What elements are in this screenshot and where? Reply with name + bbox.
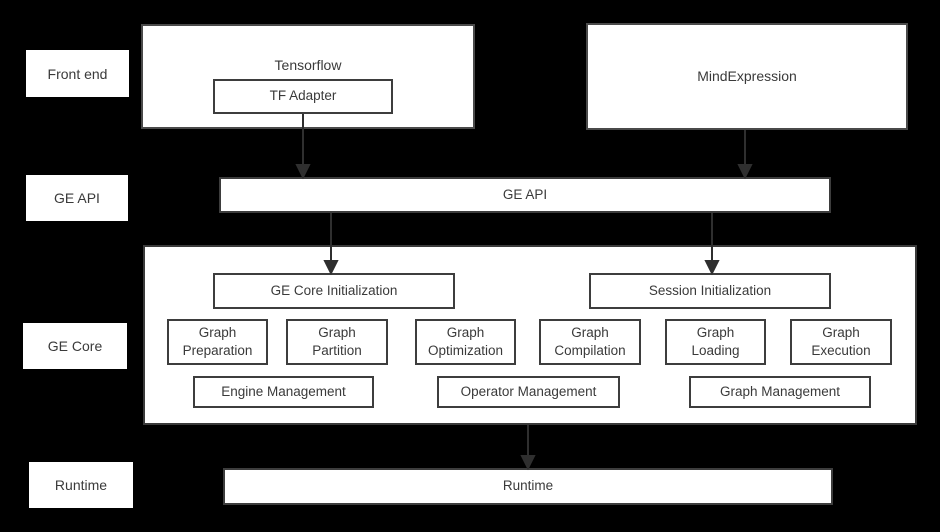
runtime-bar: Runtime — [223, 468, 833, 505]
engine-management-box: Engine Management — [193, 376, 374, 408]
graph-management-box: Graph Management — [689, 376, 871, 408]
operator-management-box: Operator Management — [437, 376, 620, 408]
tensorflow-label: Tensorflow — [274, 57, 342, 73]
ge-api-bar: GE API — [219, 177, 831, 213]
side-label-runtime: Runtime — [29, 462, 133, 508]
graph-preparation-box: Graph Preparation — [167, 319, 268, 365]
arrowhead-gecore-to-runtime — [520, 455, 536, 471]
tf-adapter-box: TF Adapter — [213, 79, 393, 114]
side-label-ge-api: GE API — [26, 175, 128, 221]
graph-optimization-box: Graph Optimization — [415, 319, 516, 365]
tensorflow-box: Tensorflow TF Adapter — [141, 24, 475, 129]
graph-execution-box: Graph Execution — [790, 319, 892, 365]
side-label-front-end: Front end — [26, 50, 129, 97]
graph-compilation-box: Graph Compilation — [539, 319, 641, 365]
mindexpression-box: MindExpression — [586, 23, 908, 130]
graph-loading-box: Graph Loading — [665, 319, 766, 365]
session-initialization-box: Session Initialization — [589, 273, 831, 309]
arrowhead-tfadapter-to-geapi — [295, 164, 311, 180]
side-label-ge-core: GE Core — [23, 323, 127, 369]
ge-core-container: GE Core Initialization Session Initializ… — [143, 245, 917, 425]
ge-core-initialization-box: GE Core Initialization — [213, 273, 455, 309]
arrowhead-mindexpression-to-geapi — [737, 164, 753, 180]
graph-partition-box: Graph Partition — [286, 319, 388, 365]
